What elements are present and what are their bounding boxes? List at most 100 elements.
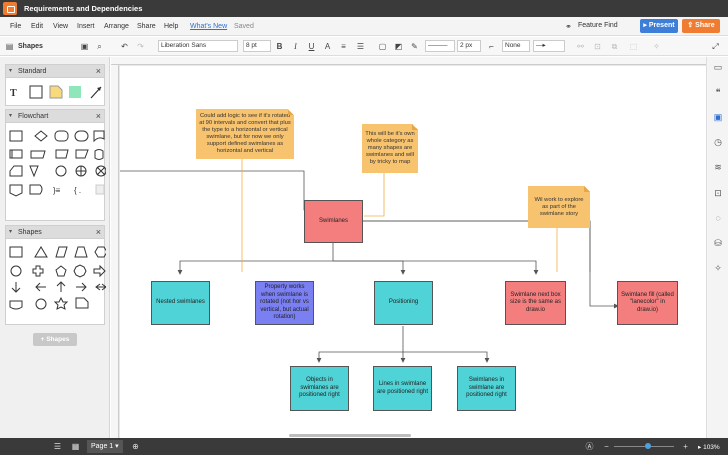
node-property-rotation[interactable]: Property works when swimlane is rotated … [255, 281, 314, 325]
close-icon[interactable]: × [96, 66, 101, 76]
accessibility-icon[interactable]: Ⓐ [584, 441, 595, 452]
zoom-out-icon[interactable]: − [601, 441, 612, 452]
line-width-select[interactable]: 2 px [457, 40, 481, 52]
connector-line [333, 261, 403, 272]
data-icon[interactable]: ⊡ [713, 188, 723, 198]
search-icon[interactable]: ⌕ [94, 41, 105, 52]
horizontal-scrollbar[interactable] [289, 434, 411, 437]
add-page-icon[interactable]: ⊕ [130, 441, 141, 452]
standard-shapes[interactable]: T [6, 78, 106, 106]
line-color-icon[interactable]: ✎ [409, 41, 420, 52]
document-title[interactable]: Requirements and Dependencies [24, 4, 142, 13]
node-lines-positioned[interactable]: Lines in swimlane are positioned right [373, 366, 432, 411]
shapes-sidebar: ▾ Standard × T ▾ Flowchart × [0, 57, 110, 438]
fill-color-icon[interactable]: ◩ [393, 41, 404, 52]
close-icon[interactable]: × [96, 111, 101, 121]
app-logo-icon[interactable] [3, 2, 17, 15]
panel-shapes-body [5, 239, 105, 325]
wrench-icon[interactable]: ✧ [651, 41, 662, 52]
fullscreen-icon[interactable]: ⤢ [710, 41, 721, 52]
history-icon[interactable]: ◷ [713, 137, 723, 147]
page-tab[interactable]: Page 1 ▾ [87, 440, 123, 453]
text-color-icon[interactable]: A [322, 41, 333, 52]
magic-wand-icon[interactable]: ✧ [713, 263, 723, 273]
sticky-note-explore[interactable]: Wil work to explore as part of the swiml… [528, 186, 590, 228]
comments-icon[interactable]: ◌ [713, 213, 723, 223]
sticky-note-rotation-logic[interactable]: Could add logic to see if it's rotated a… [196, 109, 294, 159]
connector-style-icon[interactable]: ⌐ [486, 41, 497, 52]
binoculars-icon[interactable]: ⚭ [563, 21, 574, 32]
font-family-select[interactable]: Liberation Sans [158, 40, 238, 52]
collapse-caret-icon[interactable]: ▾ [9, 112, 12, 119]
svg-text:T: T [10, 88, 17, 99]
database-icon[interactable]: ⛁ [713, 238, 723, 248]
page-settings-icon[interactable]: ▭ [713, 62, 723, 72]
menu-help[interactable]: Help [164, 23, 178, 30]
italic-icon[interactable]: I [290, 41, 301, 52]
document-page[interactable]: Swimlanes Nested swimlanes Property work… [120, 66, 706, 438]
panel-standard-body: T [5, 78, 105, 106]
collapse-caret-icon[interactable]: ▾ [9, 228, 12, 235]
share-button[interactable]: ⇪ Share [682, 19, 720, 33]
sticky-note-category[interactable]: This will be it's own whole category as … [362, 124, 418, 173]
close-icon[interactable]: × [96, 227, 101, 237]
node-swimlane-fill[interactable]: Swimlane fill (called "lanecolor" in dra… [617, 281, 678, 325]
border-icon[interactable]: ▢ [377, 41, 388, 52]
add-shapes-button[interactable]: + Shapes [33, 333, 77, 346]
menu-view[interactable]: View [53, 23, 68, 30]
arrow-end-select[interactable]: —▸ [533, 40, 565, 52]
whats-new-link[interactable]: What's New [190, 23, 227, 30]
zoom-level[interactable]: ▸ 103% [698, 443, 720, 451]
menu-arrange[interactable]: Arrange [104, 23, 129, 30]
node-positioning[interactable]: Positioning [374, 281, 433, 325]
present-label: Present [649, 22, 675, 29]
presentation-icon[interactable]: ▣ [713, 112, 723, 122]
format-icon[interactable]: ❝ [713, 87, 723, 97]
panel-flowchart-header[interactable]: ▾ Flowchart × [5, 109, 105, 123]
font-size-select[interactable]: 8 pt [243, 40, 271, 52]
node-swimlanes-positioned[interactable]: Swimlanes in swimlane are positioned rig… [457, 366, 516, 411]
node-nested-swimlanes[interactable]: Nested swimlanes [151, 281, 210, 325]
align-center-icon[interactable]: ≡ [338, 41, 349, 52]
horizontal-ruler [111, 57, 706, 65]
group-icon[interactable]: ⧉ [609, 41, 620, 52]
node-swimlanes[interactable]: Swimlanes [304, 200, 363, 243]
list-view-icon[interactable]: ☰ [52, 441, 63, 452]
feature-find-button[interactable]: Feature Find [578, 22, 618, 29]
layers-icon[interactable]: ≋ [713, 162, 723, 172]
redo-icon[interactable]: ↷ [135, 41, 146, 52]
ungroup-icon[interactable]: ⬚ [628, 41, 639, 52]
lock-icon[interactable]: ⊡ [592, 41, 603, 52]
canvas-area[interactable]: Swimlanes Nested swimlanes Property work… [111, 57, 706, 438]
line-style-select[interactable]: ——— [425, 40, 455, 52]
right-rail: ▭ ❝ ▣ ◷ ≋ ⊡ ◌ ⛁ ✧ [706, 57, 728, 438]
underline-icon[interactable]: U [306, 41, 317, 52]
panel-standard-header[interactable]: ▾ Standard × [5, 64, 105, 78]
zoom-slider-handle[interactable] [645, 443, 651, 449]
node-next-box-size[interactable]: Swimlane next box size is the same as dr… [505, 281, 566, 325]
link-icon[interactable]: ⚯ [575, 41, 586, 52]
panel-title: Shapes [18, 229, 42, 236]
grid-view-icon[interactable]: ▦ [70, 441, 81, 452]
zoom-slider[interactable] [614, 446, 674, 447]
node-objects-positioned[interactable]: Objects in swimlanes are positioned righ… [290, 366, 349, 411]
collapse-caret-icon[interactable]: ▾ [9, 67, 12, 74]
basic-shapes[interactable] [6, 239, 106, 325]
zoom-in-icon[interactable]: + [680, 441, 691, 452]
vertical-ruler [111, 65, 119, 438]
bold-icon[interactable]: B [274, 41, 285, 52]
undo-icon[interactable]: ↶ [119, 41, 130, 52]
arrowhead [485, 358, 489, 362]
menu-edit[interactable]: Edit [31, 23, 43, 30]
menu-share[interactable]: Share [137, 23, 156, 30]
shapes-toggle-icon[interactable]: ▤ [4, 41, 15, 52]
panel-shapes-header[interactable]: ▾ Shapes × [5, 225, 105, 239]
text-options-icon[interactable]: ☰ [355, 41, 366, 52]
connector-line [319, 326, 403, 360]
arrow-start-select[interactable]: None [502, 40, 530, 52]
menu-file[interactable]: File [10, 23, 21, 30]
image-icon[interactable]: ▣ [79, 41, 90, 52]
present-button[interactable]: ▸ Present [640, 19, 678, 33]
flowchart-shapes[interactable]: }≡ { . [6, 123, 106, 221]
menu-insert[interactable]: Insert [77, 23, 95, 30]
